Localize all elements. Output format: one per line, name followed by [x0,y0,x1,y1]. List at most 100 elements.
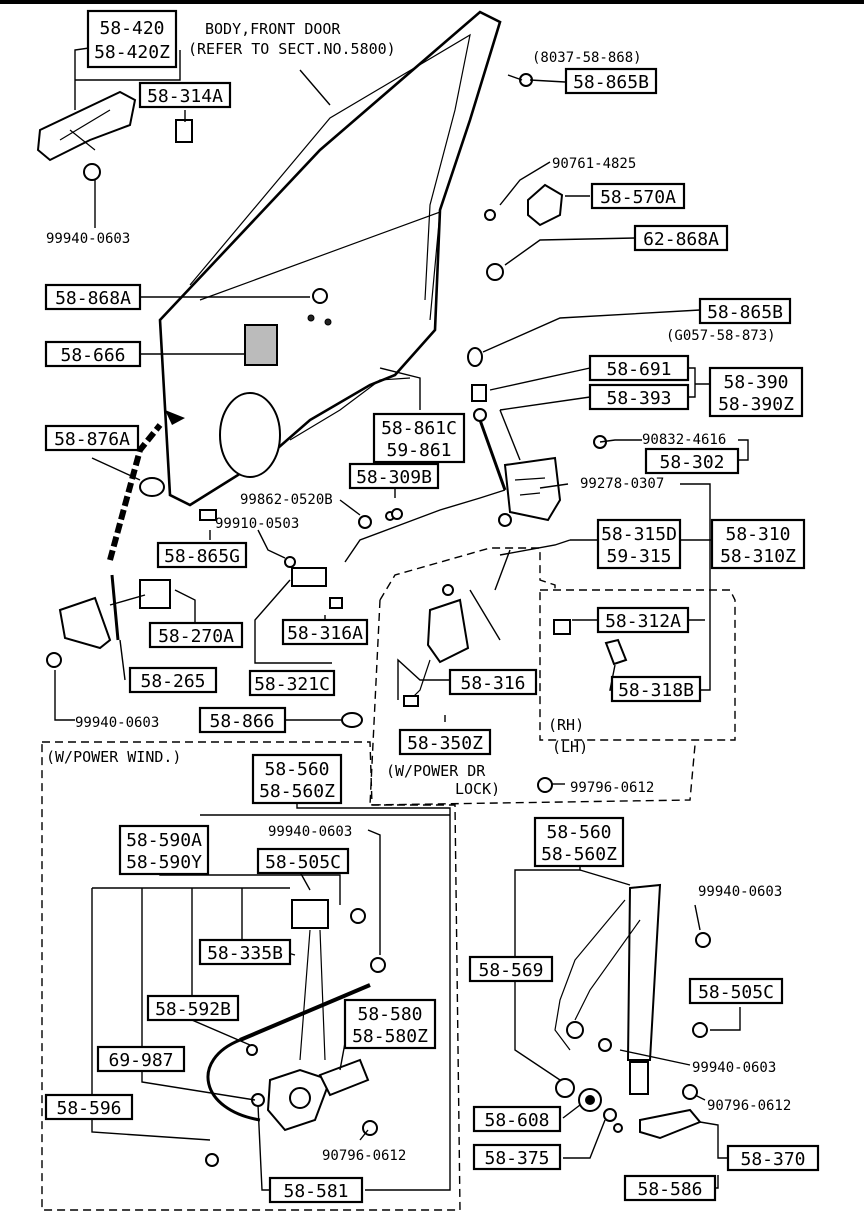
label-58-592b: 58-592B [146,994,240,1022]
partno-99940-0603-d: 99940-0603 [698,884,782,900]
note-lh: (LH) [552,738,588,756]
plug-part [467,347,483,367]
cap-part [139,477,165,497]
note-ref-mid: (G057-58-873) [666,328,776,344]
label-58-691: 58-691 [588,354,690,382]
label-58-868a: 58-868A [44,283,142,311]
svg-text:58-310: 58-310 [725,524,790,545]
svg-text:58-865G: 58-865G [164,546,240,567]
power-window-regulator-part [205,899,386,1167]
weatherstrip-clip [165,410,185,425]
label-58-505c-left: 58-505C [256,847,350,875]
label-58-309b: 58-309B [348,462,440,490]
label-58-861c: 58-861C 59-861 [372,412,466,464]
svg-text:58-316: 58-316 [460,673,525,694]
label-58-865b-top: 58-865B [564,67,658,95]
note-body-front-door: BODY,FRONT DOOR [205,20,341,38]
partno-90796-0612-a: 90796-0612 [707,1098,791,1114]
svg-text:59-315: 59-315 [606,546,671,567]
svg-text:58-390: 58-390 [723,372,788,393]
svg-text:58-560: 58-560 [546,822,611,843]
svg-text:58-312A: 58-312A [605,611,681,632]
svg-text:58-876A: 58-876A [54,429,130,450]
label-58-570a: 58-570A [590,182,686,210]
svg-text:58-592B: 58-592B [155,999,231,1020]
grommet-part [486,263,504,281]
label-62-868a: 62-868A [633,224,729,252]
partno-90796-0612-b: 90796-0612 [322,1148,406,1164]
svg-text:58-560: 58-560 [264,759,329,780]
svg-text:62-868A: 62-868A [643,229,719,250]
svg-text:58-315D: 58-315D [601,524,677,545]
svg-text:58-314A: 58-314A [147,86,223,107]
svg-text:58-375: 58-375 [484,1148,549,1169]
label-58-302: 58-302 [644,447,740,475]
svg-text:59-861: 59-861 [386,440,451,461]
label-58-370: 58-370 [726,1144,820,1172]
label-58-560-right: 58-560 58-560Z [533,816,625,868]
svg-text:58-596: 58-596 [56,1098,121,1119]
label-58-390: 58-390 58-390Z [708,366,804,418]
note-power-door-lock-1: (W/POWER DR [386,762,486,780]
note-ref-top: (8037-58-868) [532,50,642,66]
svg-text:58-580: 58-580 [357,1004,422,1025]
partno-90761-4825: 90761-4825 [552,156,636,172]
svg-text:58-390Z: 58-390Z [718,394,794,415]
svg-text:58-560Z: 58-560Z [541,844,617,865]
svg-text:58-865B: 58-865B [707,302,783,323]
lh-rh-group-outline [539,589,736,741]
label-58-350z: 58-350Z [398,728,492,756]
svg-text:58-420Z: 58-420Z [94,42,170,63]
partno-99278-0307: 99278-0307 [580,476,664,492]
partno-90832-4616: 90832-4616 [642,432,726,448]
partno-99940-0603-b: 99940-0603 [75,715,159,731]
door-lock-actuator-part [403,549,553,793]
leader-lines [54,44,749,1191]
note-power-window: (W/POWER WIND.) [46,748,181,766]
svg-text:58-350Z: 58-350Z [407,733,483,754]
bushing-part [553,619,571,635]
label-58-375: 58-375 [472,1143,562,1171]
manual-window-regulator-part [554,883,711,1140]
partno-99940-0603-a: 99940-0603 [46,231,130,247]
svg-text:58-309B: 58-309B [356,467,432,488]
svg-text:58-590A: 58-590A [126,830,202,851]
svg-text:58-370: 58-370 [740,1149,805,1170]
svg-text:58-393: 58-393 [606,388,671,409]
front-door-body [158,10,502,507]
label-58-569: 58-569 [468,955,554,983]
label-58-318b: 58-318B [610,675,702,703]
label-58-335b: 58-335B [198,938,292,966]
bolt-part [604,638,628,666]
label-58-312a: 58-312A [596,606,690,634]
label-58-315d: 58-315D 59-315 [596,518,682,570]
svg-text:58-420: 58-420 [99,18,164,39]
label-58-865g: 58-865G [156,541,248,569]
label-58-608: 58-608 [472,1105,562,1133]
svg-text:58-321C: 58-321C [254,674,330,695]
door-check-part [46,574,171,668]
svg-text:58-666: 58-666 [60,345,125,366]
label-58-393: 58-393 [588,383,690,411]
svg-text:58-590Y: 58-590Y [126,852,202,873]
label-58-316: 58-316 [448,668,538,696]
label-58-590a: 58-590A 58-590Y [118,824,210,876]
svg-text:58-505C: 58-505C [265,852,341,873]
svg-text:58-265: 58-265 [140,671,205,692]
label-58-596: 58-596 [44,1093,134,1121]
svg-text:58-586: 58-586 [637,1179,702,1200]
svg-text:58-608: 58-608 [484,1110,549,1131]
partno-99862-0520b: 99862-0520B [240,492,333,508]
note-refer-section: (REFER TO SECT.NO.5800) [188,40,396,58]
label-58-865b-mid: 58-865B [698,297,792,325]
svg-text:58-581: 58-581 [283,1181,348,1202]
svg-text:58-560Z: 58-560Z [259,781,335,802]
label-69-987: 69-987 [96,1045,186,1073]
partno-99910-0503: 99910-0503 [215,516,299,532]
svg-text:58-270A: 58-270A [158,626,234,647]
label-58-316a: 58-316A [281,618,369,646]
svg-text:58-316A: 58-316A [287,623,363,644]
striker-part [527,183,564,227]
label-58-265: 58-265 [128,666,218,694]
